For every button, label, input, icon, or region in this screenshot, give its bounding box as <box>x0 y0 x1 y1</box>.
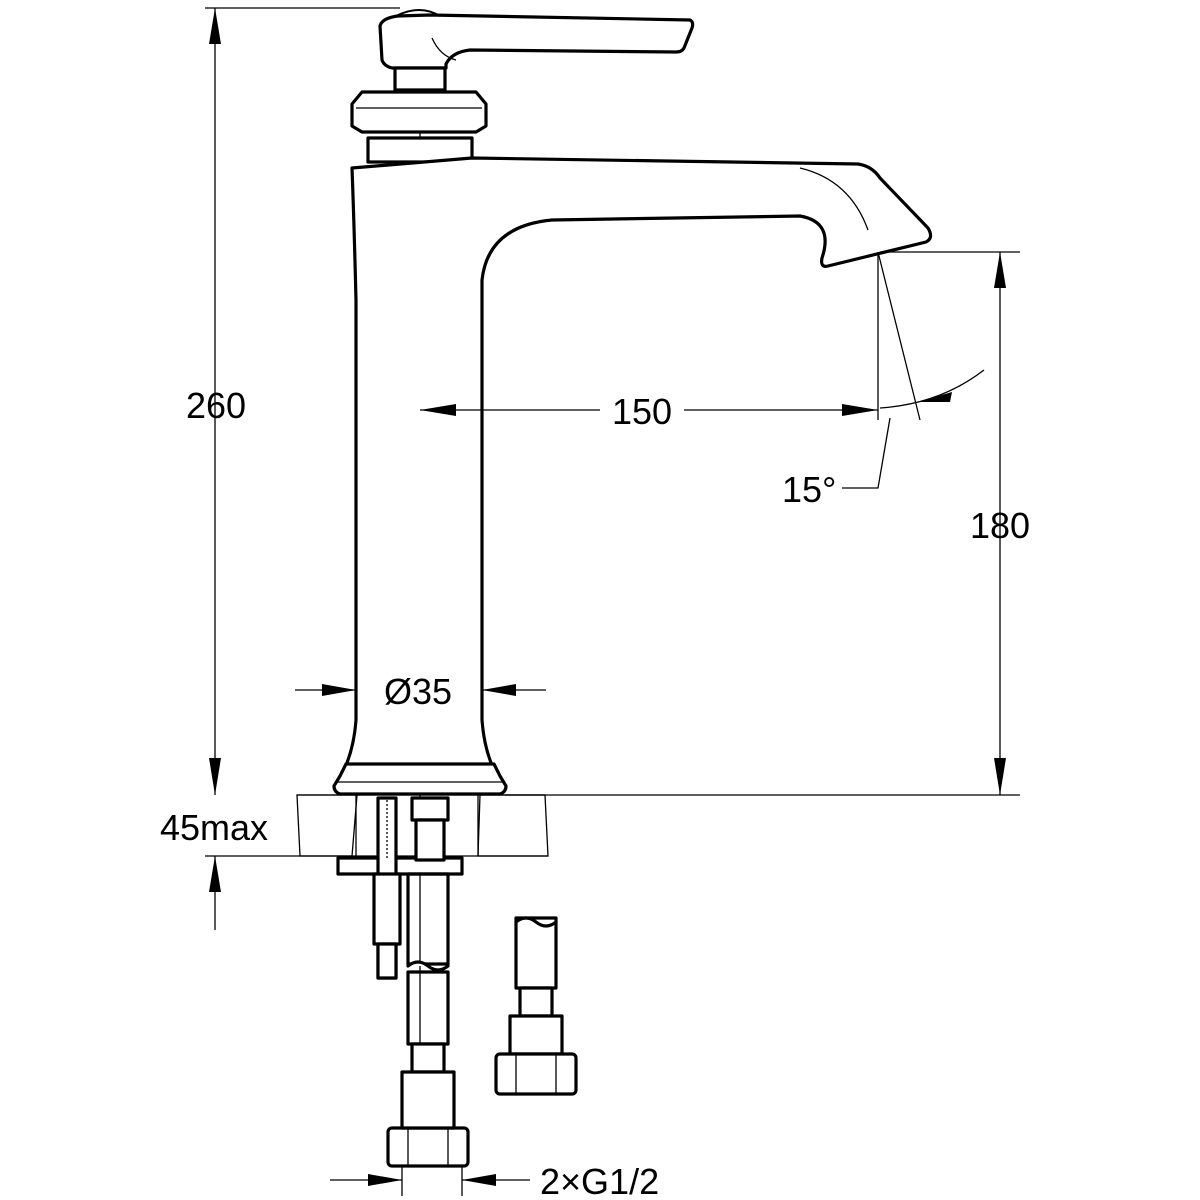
dimension-spout-angle: 15° <box>782 251 985 510</box>
body-diameter-label: Ø35 <box>384 671 452 712</box>
spout-angle-label: 15° <box>782 469 836 510</box>
dimension-deck-thickness: 45max <box>160 807 300 930</box>
faucet-body <box>332 9 933 1100</box>
hose-1-nut <box>386 1126 470 1168</box>
dimension-connections: 2×G1/2 <box>330 1161 659 1200</box>
cartridge-nut <box>393 66 447 92</box>
hose-2 <box>514 916 558 990</box>
spout-height-label: 180 <box>970 505 1030 546</box>
dimension-spout-height: 180 <box>505 251 1030 796</box>
base-flange <box>332 762 508 796</box>
connections-label: 2×G1/2 <box>540 1161 659 1200</box>
dimension-spout-reach: 150 <box>420 252 879 432</box>
spout-body <box>342 156 933 772</box>
deck-thickness-label: 45max <box>160 807 268 848</box>
mounting-assembly <box>336 796 578 1168</box>
lever-handle <box>378 13 695 70</box>
cartridge-cap <box>350 90 488 134</box>
hose-2-nut <box>494 1052 578 1096</box>
total-height-label: 260 <box>186 385 246 426</box>
hose-1 <box>410 796 450 822</box>
spout-reach-label: 150 <box>612 391 672 432</box>
dimension-total-height: 260 <box>186 7 400 795</box>
dimension-body-diameter: Ø35 <box>295 671 546 712</box>
